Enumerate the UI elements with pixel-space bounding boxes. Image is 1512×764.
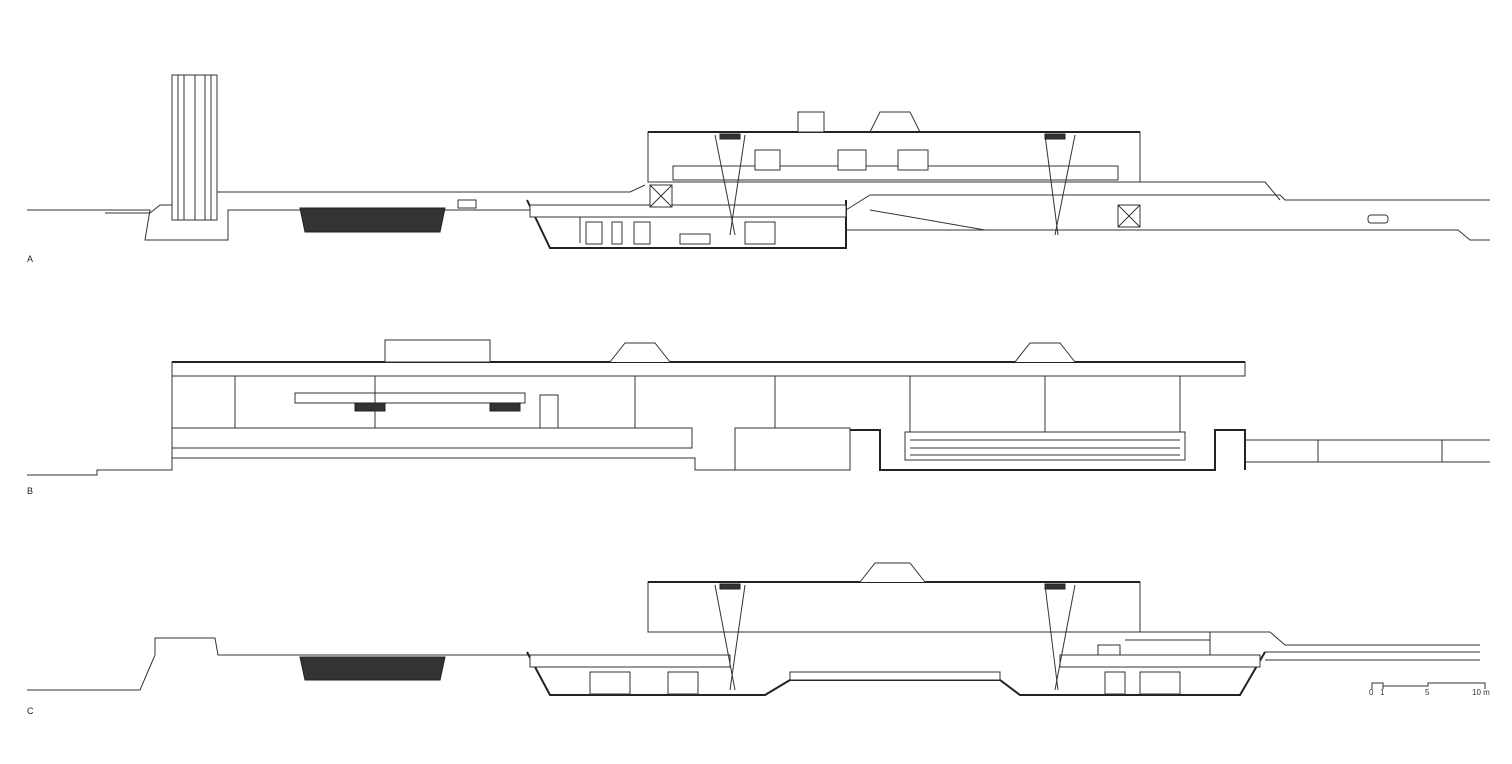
section-label-b: B [27,486,34,496]
section-c-drawing [27,562,1480,696]
scale-tick-0: 0 [1369,688,1374,697]
scale-tick-1: 1 [1380,688,1385,697]
section-a-drawing [27,74,1490,249]
section-label-a: A [27,254,34,264]
scale-tick-10: 10 m [1472,688,1490,697]
section-b-drawing [27,339,1490,476]
section-label-c: C [27,706,34,716]
scale-tick-5: 5 [1425,688,1430,697]
scale-bar [1371,682,1486,689]
dark-mass [299,207,446,233]
